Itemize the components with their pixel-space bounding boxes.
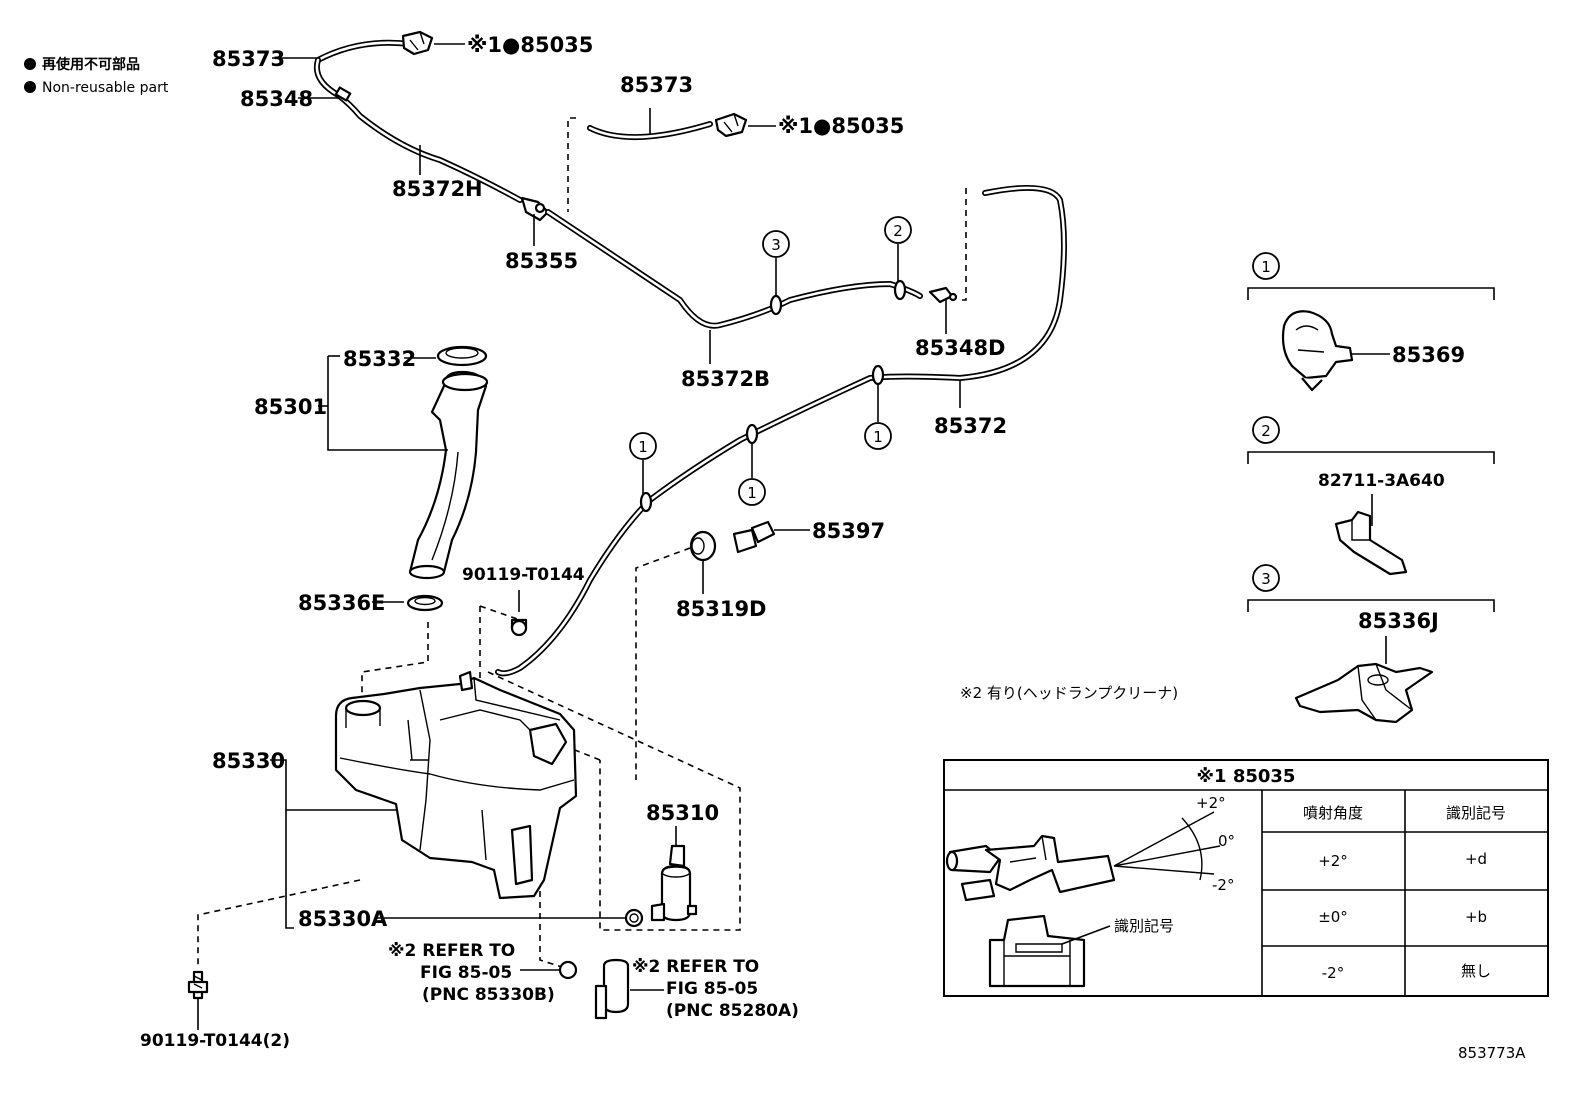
row-angle: -2°: [1322, 964, 1344, 982]
nozzle-illustration: +2° 0° -2° 識別記号: [945, 794, 1235, 988]
row-mark: +d: [1465, 850, 1487, 868]
refer-85330B-line1: ※2 REFER TO: [388, 941, 515, 961]
clip-on-hose: [639, 279, 907, 513]
label-85373-b: 85373: [620, 73, 693, 97]
bolt-90119-2: [187, 970, 209, 1000]
svg-text:2: 2: [1261, 422, 1271, 440]
angle-minus-label: -2°: [1212, 876, 1234, 894]
hose-85373-upper: [315, 39, 413, 63]
label-85372: 85372: [934, 414, 1007, 438]
non-reusable-dot-icon: [24, 81, 36, 93]
label-85301: 85301: [254, 395, 327, 419]
dash-line: [479, 605, 521, 621]
label-85330: 85330: [212, 749, 285, 773]
washer-tank-85330: [334, 670, 578, 900]
label-85372B: 85372B: [681, 367, 770, 391]
detail-1-85369: 1 85369: [1247, 252, 1495, 392]
grommet-85319D: [689, 530, 717, 562]
refer-85330B-line2: FIG 85-05: [420, 963, 512, 983]
dash-line: [197, 879, 361, 966]
hose-85372B: [545, 209, 923, 329]
row-angle: ±0°: [1318, 908, 1348, 926]
hose-85372H: [314, 57, 523, 203]
nozzle-table-title: ※1 85035: [1197, 766, 1296, 787]
dash-line: [567, 117, 576, 212]
label-85035-b: ※1●85035: [778, 114, 904, 138]
grommet-85330B: [558, 960, 578, 980]
label-85332: 85332: [343, 347, 416, 371]
legend-jp: 再使用不可部品: [42, 56, 140, 73]
hose-85372: [495, 184, 1067, 677]
label-85348D: 85348D: [915, 336, 1006, 360]
dash-line: [361, 622, 429, 696]
dash-line: [487, 671, 741, 931]
col-id-mark: 識別記号: [1446, 804, 1506, 822]
callout-1: 1: [629, 432, 657, 494]
callout-1: 1: [738, 443, 766, 506]
cap-85332: [436, 345, 488, 367]
svg-text:1: 1: [873, 428, 883, 446]
svg-text:3: 3: [1261, 570, 1271, 588]
grommet-85336E: [406, 594, 444, 612]
label-85372H: 85372H: [392, 177, 483, 201]
joint-85348D: [928, 286, 958, 304]
level-sensor-85397: [732, 520, 776, 554]
bolt-90119: [510, 618, 528, 637]
label-85369: 85369: [1392, 343, 1465, 367]
legend-en: Non-reusable part: [42, 80, 169, 96]
label-85035: ※1●85035: [467, 33, 593, 57]
label-85336J: 85336J: [1358, 609, 1439, 633]
detail-3-85336J: 3 85336J: [1247, 564, 1495, 724]
joint-85348: [334, 86, 352, 102]
figure-id: 853773A: [1458, 1044, 1526, 1062]
non-reusable-dot-icon: [24, 58, 36, 70]
label-85397: 85397: [812, 519, 885, 543]
dash-line: [958, 188, 967, 301]
washer-nozzle-second: [714, 112, 748, 138]
angle-zero-label: 0°: [1218, 832, 1235, 850]
row-mark: +b: [1465, 908, 1487, 926]
refer-85280A-line2: FIG 85-05: [666, 979, 758, 999]
refer-85280A-line1: ※2 REFER TO: [632, 957, 759, 977]
svg-text:3: 3: [771, 236, 781, 254]
label-85319D: 85319D: [676, 597, 767, 621]
label-85373: 85373: [212, 47, 285, 71]
label-90119-T0144: 90119-T0144: [462, 565, 585, 585]
joint-85355: [520, 196, 550, 222]
svg-text:1: 1: [1261, 258, 1271, 276]
label-85330A: 85330A: [298, 907, 388, 931]
callout-3: 3: [762, 230, 790, 296]
refer-85330B-line3: (PNC 85330B): [422, 985, 555, 1005]
label-85348: 85348: [240, 87, 313, 111]
callout-1: 1: [864, 384, 892, 450]
label-85310: 85310: [646, 801, 719, 825]
callout-2: 2: [884, 216, 912, 282]
legend: 再使用不可部品 Non-reusable part: [24, 56, 169, 96]
dash-line: [539, 880, 566, 969]
label-85355: 85355: [505, 249, 578, 273]
washer-pump-85310: [650, 844, 698, 922]
angle-plus-label: +2°: [1196, 794, 1226, 812]
detail-2-82711: 2 82711-3A640: [1247, 416, 1495, 576]
svg-text:1: 1: [747, 484, 757, 502]
refer-85280A-line3: (PNC 85280A): [666, 1001, 799, 1021]
col-spray-angle: 噴射角度: [1303, 804, 1363, 822]
headlamp-cleaner-note: ※2 有り(ヘッドランプクリーナ): [960, 684, 1178, 702]
svg-text:1: 1: [638, 438, 648, 456]
grommet-pump: [624, 908, 644, 928]
row-angle: +2°: [1318, 852, 1348, 870]
label-85336E: 85336E: [298, 591, 385, 615]
label-90119-T0144-2: 90119-T0144(2): [140, 1031, 290, 1051]
label-82711-3A640: 82711-3A640: [1318, 471, 1445, 491]
filler-pipe-85301: [408, 370, 489, 580]
svg-text:2: 2: [893, 222, 903, 240]
row-mark: 無し: [1461, 962, 1491, 980]
hose-85373-second: [587, 121, 713, 141]
nozzle-table: ※1 85035 噴射角度 識別記号 +2° +d ±0° +b -2° 無し …: [943, 759, 1549, 997]
washer-nozzle-upper: [401, 30, 434, 56]
dash-line: [635, 547, 691, 780]
id-mark-label: 識別記号: [1114, 917, 1174, 935]
washer-pump-85280A: [594, 958, 630, 1020]
